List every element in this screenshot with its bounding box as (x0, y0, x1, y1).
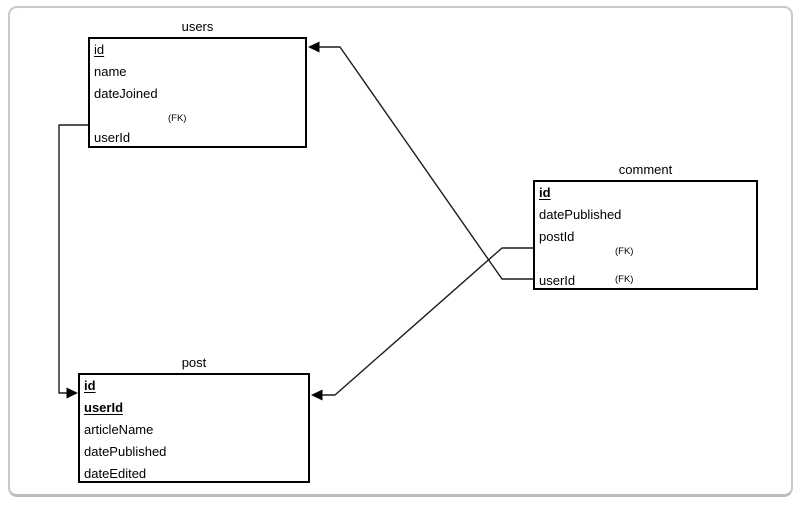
fk-label-users-userId: (FK) (168, 113, 187, 124)
field-post-articleName: articleName (84, 422, 154, 437)
table-post[interactable]: id userId articleName datePublished date… (78, 373, 310, 483)
field-users-name: name (94, 64, 127, 79)
field-comment-postId: postId (539, 229, 575, 244)
field-post-userId: userId (84, 400, 124, 415)
fk-label-comment-userId: (FK) (615, 274, 634, 285)
field-comment-userId: userId (539, 273, 576, 288)
arrowhead-into-post-right-icon (311, 389, 323, 401)
fk-label-comment-postId: (FK) (615, 246, 634, 257)
field-users-blank (90, 105, 305, 127)
connector-users-post[interactable] (58, 124, 88, 399)
table-users[interactable]: id name dateJoined userId (FK) (88, 37, 307, 148)
connector-comment-users[interactable] (308, 41, 533, 280)
table-comment[interactable]: id datePublished postId userId (FK) (FK) (533, 180, 758, 290)
field-users-userId: userId (94, 130, 131, 145)
table-title-comment: comment (618, 162, 673, 177)
arrowhead-into-post-left-icon (66, 387, 78, 399)
arrowhead-into-users-icon (308, 41, 320, 53)
connector-comment-post[interactable] (311, 247, 533, 401)
table-title-post: post (181, 355, 207, 370)
field-comment-datePublished: datePublished (539, 207, 622, 222)
field-users-dateJoined: dateJoined (94, 86, 158, 101)
field-post-dateEdited: dateEdited (84, 466, 147, 481)
field-comment-id: id (539, 185, 551, 200)
field-users-id: id (94, 42, 105, 57)
field-post-id: id (84, 378, 96, 393)
table-title-users: users (181, 19, 214, 34)
field-post-datePublished: datePublished (84, 444, 167, 459)
field-comment-blank (535, 248, 756, 270)
